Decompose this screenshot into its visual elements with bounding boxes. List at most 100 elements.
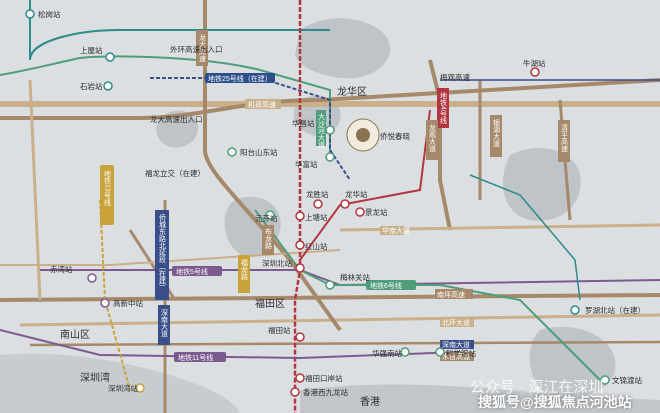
water-body (529, 326, 616, 399)
road-label-outer-exit-1: 外环高速出入口 (170, 44, 223, 54)
station-label: 上塘站 (305, 212, 328, 222)
station-label: 香港西九龙站 (303, 387, 348, 397)
road-badge-shennan-h-label: 深南大道 (442, 340, 470, 349)
road-badge-qiaocheng (155, 210, 169, 300)
station-label: 景龙站 (365, 207, 388, 217)
station-label: 阳台山东站 (240, 147, 278, 157)
road (29, 340, 660, 347)
water-body (295, 18, 391, 79)
hk-land (300, 384, 660, 413)
road-badge-fulong-label: 福龙路 (241, 258, 249, 281)
road-badge-longda (196, 30, 208, 66)
station-label: 上屋站 (80, 45, 103, 55)
water-body (502, 147, 581, 221)
road-badge-jihe-label: 机荷高速 (248, 100, 276, 109)
road (19, 313, 660, 327)
road-badge-jihe (245, 99, 281, 109)
road (0, 293, 660, 302)
road-badge-beihuan (440, 318, 474, 327)
metro-badge-13 (100, 165, 114, 225)
road-badge-qingping-label: 清平高速 (561, 123, 569, 153)
station-label: 罗湖北站（在建） (585, 305, 645, 315)
road (428, 59, 452, 231)
station-label: 深圳湾站 (108, 383, 138, 393)
station-label: 福田口岸站 (305, 373, 343, 383)
metro-badge-25 (205, 73, 275, 83)
station-label: 牛湖站 (523, 58, 546, 68)
road-label-fulong: 福龙立交（在建） (145, 168, 205, 178)
road-badge-yinlong (490, 115, 502, 157)
metro-line-teal (29, 0, 330, 61)
metro-badge-11 (174, 352, 226, 362)
road-badge-qingping (558, 120, 570, 162)
station-label: 红山站 (305, 241, 328, 251)
road (28, 79, 42, 301)
road-label-longda-exit: 龙大高速出入口 (150, 114, 203, 124)
road-badge-shuiguan (440, 352, 474, 361)
road-badge-longda-label: 龙大高速 (199, 33, 207, 63)
road-badge-longguan-label: 龙观大道 (429, 123, 437, 153)
metro-badge-5 (172, 266, 222, 276)
road-badge-longguan (426, 120, 438, 160)
project-marker[interactable] (346, 118, 380, 152)
road-label-meiguan: 梅观高速 (440, 72, 470, 82)
road-badge-nanping (435, 289, 473, 299)
road-badge-nanping-label: 南坪高速 (437, 290, 465, 299)
road-jihe (0, 78, 660, 120)
district-futian: 福田区 (255, 297, 285, 310)
station-label: 科学馆站 (446, 348, 476, 358)
metro-line-5 (40, 269, 660, 287)
station-label: 松岗站 (38, 9, 61, 19)
road-badge-shennan-label: 深南大道 (161, 308, 169, 338)
project-name: 侨悦春晓 (380, 131, 410, 141)
station-label: 元芬站 (255, 213, 278, 223)
metro-line-13 (99, 199, 131, 391)
road-badge-shuiguan-label: 水官高速 (442, 352, 470, 361)
station-label: 梅林关站 (340, 272, 370, 282)
district-xianggang: 香港 (360, 396, 380, 408)
metro-badge-13-label: 地铁13号线 (104, 169, 112, 206)
metro-line-4 (293, 0, 302, 413)
station-label: 石岩站 (80, 81, 103, 91)
road-badge-beihuan-label: 北环大道 (442, 318, 470, 327)
road-badge-bulong-label: 布龙路 (265, 227, 273, 250)
metro-line-teal2 (469, 174, 581, 301)
metro-badge-25-label: 地铁25号线（在建） (208, 74, 272, 83)
metro-badge-6 (366, 280, 416, 290)
road-badge-yinlong-label: 银湖大道 (493, 118, 501, 148)
metro-badge-6-label: 地铁6号线 (370, 281, 402, 290)
station-label: 华富站 (295, 159, 318, 169)
road-badge-shennan-h (440, 340, 474, 349)
road-badge-huanan (380, 226, 404, 235)
station-label: 华昌站 (292, 118, 315, 128)
district-shenzhenwan: 深圳湾 (80, 371, 110, 384)
station-label: 高新中站 (113, 298, 143, 308)
road-badge-dasha-label: 大沙河大道 (318, 112, 326, 149)
metro-badge-5-label: 地铁5号线 (176, 267, 208, 276)
sea (0, 353, 240, 413)
station-label: 赤湾站 (50, 264, 73, 274)
station-label: 文锦渡站 (612, 375, 642, 385)
metro-line-red (299, 109, 431, 261)
station-label: 福田站 (268, 325, 291, 335)
road-badge-line4-label: 地铁4号线 (440, 91, 448, 124)
district-nanshan: 南山区 (60, 328, 90, 341)
road-badge-shennan (158, 305, 170, 345)
road-meiguan (203, 0, 342, 332)
station-markers (25, 9, 610, 397)
road-badge-fulong (238, 255, 250, 293)
metro-line-green (0, 55, 331, 160)
water-body (156, 110, 199, 148)
road-badge-huanan-label: 华南大道 (382, 226, 410, 235)
road-badge-line4 (437, 88, 449, 128)
station-label: 华强南站 (372, 348, 402, 358)
watermark-line1: 公众号 · 深江在深圳 (470, 379, 604, 396)
station-label: 龙胜站 (306, 189, 329, 199)
district-longhua: 龙华区 (337, 85, 367, 98)
station-label: 龙华站 (345, 189, 368, 199)
watermark-line2: 搜狐号@搜狐焦点河池站 (478, 394, 632, 410)
road-badge-bulong (262, 225, 274, 255)
road-badge-qiaocheng-label: 侨城东路北延段（在建） (159, 213, 167, 291)
